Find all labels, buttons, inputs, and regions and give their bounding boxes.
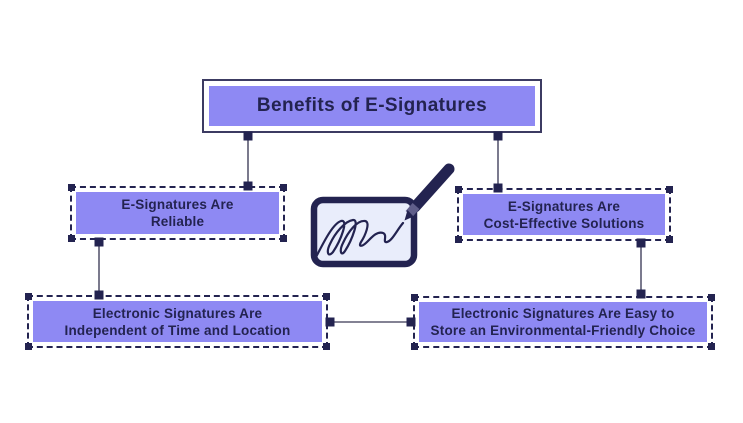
node-cost-effective-fill: E-Signatures Are Cost-Effective Solution…: [463, 194, 665, 235]
node-store-label-line2: Store an Environmental-Friendly Choice: [430, 323, 696, 338]
pen-ferrule-icon: [405, 203, 420, 217]
selection-handle[interactable]: [666, 186, 673, 193]
signature-scribble-icon: [314, 218, 405, 259]
connector-reliable-independent[interactable]: [94, 237, 104, 300]
selection-handle[interactable]: [280, 184, 287, 191]
diagram-title: Benefits of E-Signatures: [256, 95, 488, 116]
connector-independent-store[interactable]: [325, 317, 416, 327]
selection-handle[interactable]: [25, 343, 32, 350]
node-independent-time-location[interactable]: Electronic Signatures Are Independent of…: [25, 293, 330, 350]
connector-cost-store[interactable]: [636, 238, 646, 299]
selection-handle[interactable]: [25, 293, 32, 300]
node-title-fill: Benefits of E-Signatures: [209, 86, 535, 126]
node-independent-label-line1: Electronic Signatures Are: [92, 305, 263, 321]
node-cost-label-line2: Cost-Effective Solutions: [483, 215, 645, 231]
selection-handle[interactable]: [708, 294, 715, 301]
selection-handle[interactable]: [323, 293, 330, 300]
selection-handle[interactable]: [666, 236, 673, 243]
selection-handle[interactable]: [455, 186, 462, 193]
node-reliable[interactable]: E-Signatures Are Reliable: [68, 184, 287, 242]
selection-handle[interactable]: [708, 343, 715, 350]
selection-handle[interactable]: [455, 236, 462, 243]
pen-barrel-icon: [409, 163, 455, 213]
selection-handle[interactable]: [411, 343, 418, 350]
selection-handle[interactable]: [68, 235, 75, 242]
node-cost-label-line1: E-Signatures Are: [507, 198, 621, 214]
node-cost-effective[interactable]: E-Signatures Are Cost-Effective Solution…: [455, 186, 673, 243]
node-easy-store-environment[interactable]: Electronic Signatures Are Easy to Store …: [411, 294, 715, 350]
pen-tip-icon: [404, 210, 414, 221]
node-independent-label-line2: Independent of Time and Location: [64, 322, 291, 338]
selection-handle[interactable]: [280, 235, 287, 242]
node-store-fill: Electronic Signatures Are Easy to Store …: [419, 302, 707, 342]
selection-handle[interactable]: [68, 184, 75, 191]
node-reliable-fill: E-Signatures Are Reliable: [76, 192, 279, 234]
connector-title-cost[interactable]: [493, 131, 503, 193]
node-store-label-line1: Electronic Signatures Are Easy to: [451, 306, 675, 321]
node-title[interactable]: Benefits of E-Signatures: [202, 79, 542, 133]
tablet-signature-pen-icon[interactable]: [310, 163, 455, 268]
node-reliable-label-line2: Reliable: [150, 214, 205, 229]
selection-handle[interactable]: [411, 294, 418, 301]
connector-title-reliable[interactable]: [243, 131, 253, 191]
selection-handle[interactable]: [323, 343, 330, 350]
node-independent-fill: Electronic Signatures Are Independent of…: [33, 301, 322, 342]
tablet-icon: [310, 196, 418, 268]
node-reliable-label-line1: E-Signatures Are: [121, 197, 234, 212]
